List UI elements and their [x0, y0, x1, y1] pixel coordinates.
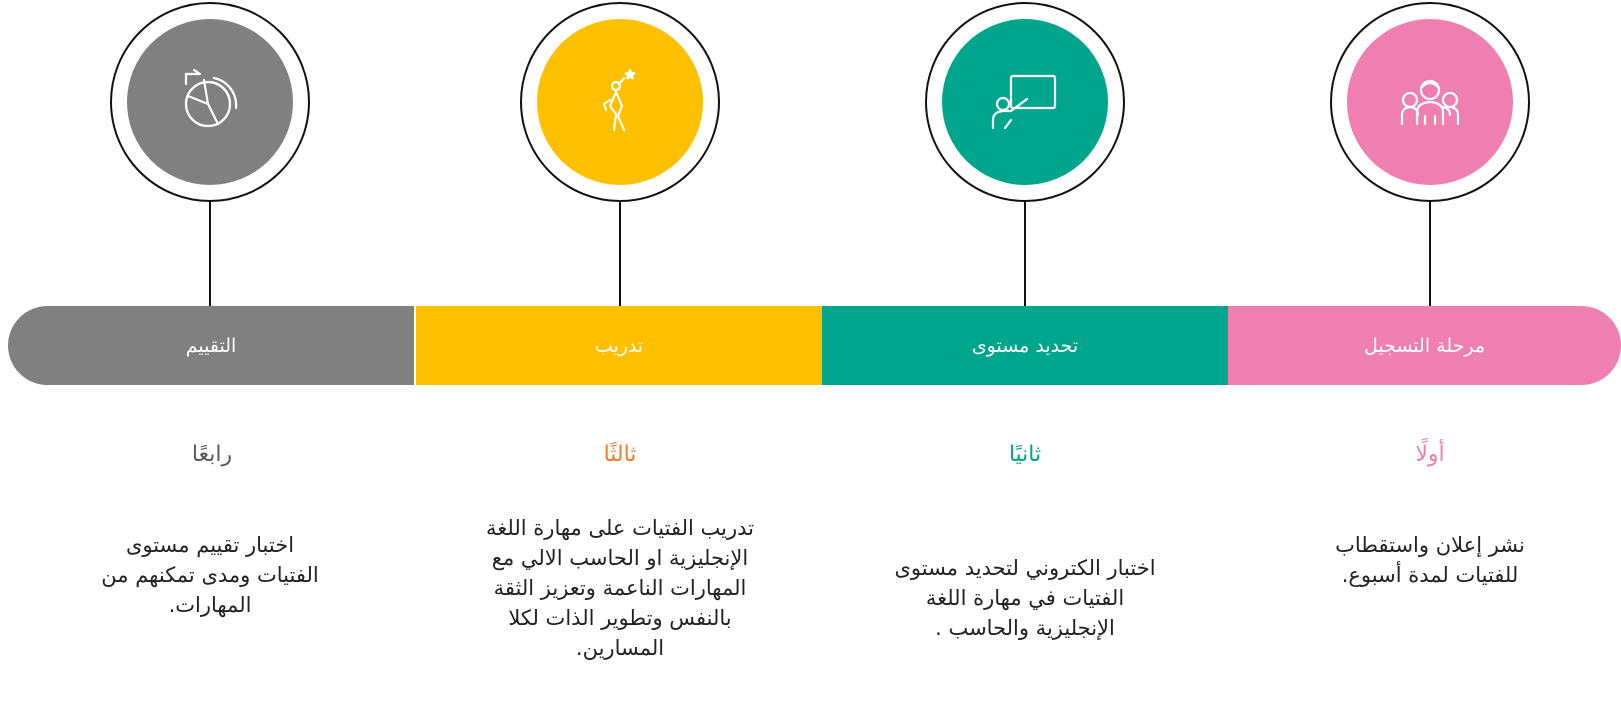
stage-2-bar: تحديد مستوى: [822, 306, 1228, 385]
stage-3-icon-disc: [537, 19, 703, 185]
stage-2-connector: [1024, 201, 1026, 306]
stage-3-description: تدريب الفتيات على مهارة اللغة الإنجليزية…: [455, 513, 785, 663]
stage-1-ordinal: أولًا: [1415, 442, 1445, 467]
team-icon: [1400, 79, 1460, 126]
stage-3-description-line: بالنفس وتطوير الذات لكلا: [508, 606, 732, 630]
stage-4-icon-ring: [110, 2, 310, 202]
stage-3-description-line: الإنجليزية او الحاسب الالي مع: [491, 546, 749, 570]
stage-4-bar: التقييم: [8, 306, 414, 385]
stage-1-description: نشر إعلان واستقطاب للفتيات لمدة أسبوع.: [1265, 530, 1595, 590]
stage-2-icon-disc: [942, 19, 1108, 185]
stage-1-description-line: نشر إعلان واستقطاب: [1335, 533, 1525, 557]
stage-2-icon-ring: [925, 2, 1125, 202]
stage-2-description-line: الفتيات في مهارة اللغة: [925, 586, 1125, 610]
achievement-person-icon: [602, 68, 636, 132]
stage-4-description-line: المهارات.: [168, 593, 252, 617]
stage-4-description-line: الفتيات ومدى تمكنهم من: [101, 563, 319, 587]
stage-3-icon-ring: [520, 2, 720, 202]
stage-1-icon-ring: [1330, 2, 1530, 202]
stage-3-bar: تدريب: [416, 306, 822, 385]
radar-evaluation-icon: [184, 68, 238, 128]
stage-2-description-line: الإنجليزية والحاسب .: [935, 616, 1115, 640]
stage-1-description-line: للفتيات لمدة أسبوع.: [1341, 563, 1519, 587]
stage-4-description-line: اختبار تقييم مستوى: [125, 533, 295, 557]
stage-4-icon-disc: [127, 19, 293, 185]
stage-4-connector: [209, 201, 211, 306]
presentation-board-icon: [991, 74, 1057, 130]
stage-2-description: اختبار الكتروني لتحديد مستوى الفتيات في …: [860, 553, 1190, 643]
stage-2-ordinal: ثانيًا: [1008, 442, 1042, 467]
stage-1-connector: [1429, 201, 1431, 306]
stage-1-title: مرحلة التسجيل: [1363, 334, 1486, 357]
stage-3-connector: [619, 201, 621, 306]
stage-4-title: التقييم: [185, 334, 237, 357]
stage-3-title: تدريب: [594, 334, 644, 357]
stage-2-description-line: اختبار الكتروني لتحديد مستوى: [894, 556, 1156, 580]
stage-2-title: تحديد مستوى: [971, 334, 1079, 357]
stage-4-ordinal: رابعًا: [191, 442, 233, 467]
stage-3-description-line: تدريب الفتيات على مهارة اللغة: [486, 516, 754, 540]
stage-3-description-line: المهارات الناعمة وتعزيز الثقة: [493, 576, 747, 600]
stage-4-description: اختبار تقييم مستوى الفتيات ومدى تمكنهم م…: [45, 530, 375, 620]
stage-1-icon-disc: [1347, 19, 1513, 185]
stage-1-bar: مرحلة التسجيل: [1228, 306, 1621, 385]
stage-3-description-line: المسارين.: [575, 636, 665, 660]
stage-3-ordinal: ثالثًا: [603, 442, 637, 467]
